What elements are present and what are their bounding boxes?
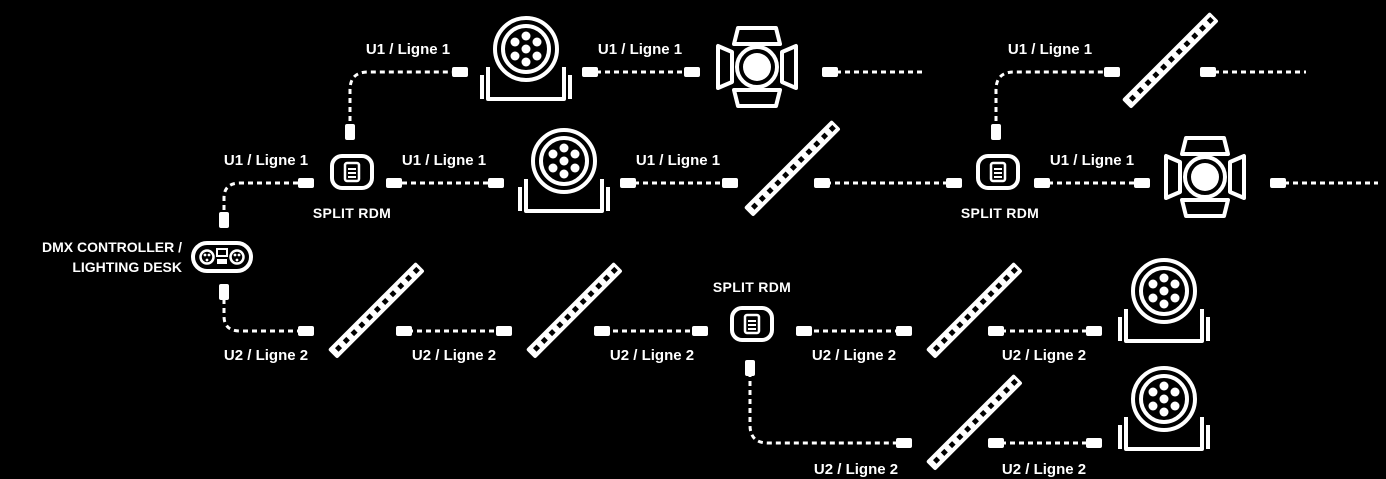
cable-label-u2: U2 / Ligne 2 bbox=[1002, 461, 1086, 478]
moving-head-icon bbox=[1120, 368, 1208, 449]
led-bar-icon bbox=[925, 373, 1023, 471]
cable-label-u1: U1 / Ligne 1 bbox=[598, 41, 682, 58]
fresnel-spot-icon bbox=[716, 26, 798, 108]
controller-label-line2: LIGHTING DESK bbox=[72, 259, 182, 275]
controller-label-line1: DMX CONTROLLER / bbox=[42, 239, 182, 255]
controller-device bbox=[191, 241, 253, 273]
cable-label-u1: U1 / Ligne 1 bbox=[224, 152, 308, 169]
cable-label-u1: U1 / Ligne 1 bbox=[1008, 41, 1092, 58]
cable-label-u1: U1 / Ligne 1 bbox=[1050, 152, 1134, 169]
cable-label-u2: U2 / Ligne 2 bbox=[1002, 347, 1086, 364]
cable-label-u1: U1 / Ligne 1 bbox=[636, 152, 720, 169]
led-bar-icon bbox=[1121, 11, 1219, 109]
split-rdm-label: SPLIT RDM bbox=[313, 205, 391, 221]
cable-label-u2: U2 / Ligne 2 bbox=[610, 347, 694, 364]
fixtures bbox=[327, 11, 1246, 471]
moving-head-icon bbox=[520, 130, 608, 211]
cable-ctrl-u2 bbox=[222, 290, 302, 333]
moving-head-icon bbox=[1120, 260, 1208, 341]
cable-label-u2: U2 / Ligne 2 bbox=[814, 461, 898, 478]
split-rdm-label: SPLIT RDM bbox=[961, 205, 1039, 221]
led-bar-icon bbox=[925, 261, 1023, 359]
cable-label-u2: U2 / Ligne 2 bbox=[224, 347, 308, 364]
cable-split2-top bbox=[994, 70, 1110, 130]
fresnel-spot-icon bbox=[1164, 136, 1246, 218]
cable-label-u1: U1 / Ligne 1 bbox=[366, 41, 450, 58]
led-bar-icon bbox=[525, 261, 623, 359]
cable-split1-top bbox=[348, 70, 458, 130]
cable-label-u2: U2 / Ligne 2 bbox=[412, 347, 496, 364]
split-rdm-label: SPLIT RDM bbox=[713, 279, 791, 295]
rdm-splitter-icon bbox=[330, 154, 374, 190]
cable-ctrl-split1 bbox=[222, 181, 308, 228]
cable-label-u1: U1 / Ligne 1 bbox=[402, 152, 486, 169]
led-bar-icon bbox=[743, 119, 841, 217]
led-bar-icon bbox=[327, 261, 425, 359]
cable-split3-down bbox=[748, 372, 904, 445]
moving-head-icon bbox=[482, 18, 570, 99]
connectors bbox=[219, 67, 1286, 448]
rdm-splitter-icon bbox=[976, 154, 1020, 190]
rdm-splitter-icon bbox=[730, 306, 774, 342]
dmx-controller-icon bbox=[191, 241, 253, 273]
labels: DMX CONTROLLER / LIGHTING DESK SPLIT RDM… bbox=[42, 41, 1134, 478]
cable-label-u2: U2 / Ligne 2 bbox=[812, 347, 896, 364]
cables bbox=[222, 70, 1378, 445]
